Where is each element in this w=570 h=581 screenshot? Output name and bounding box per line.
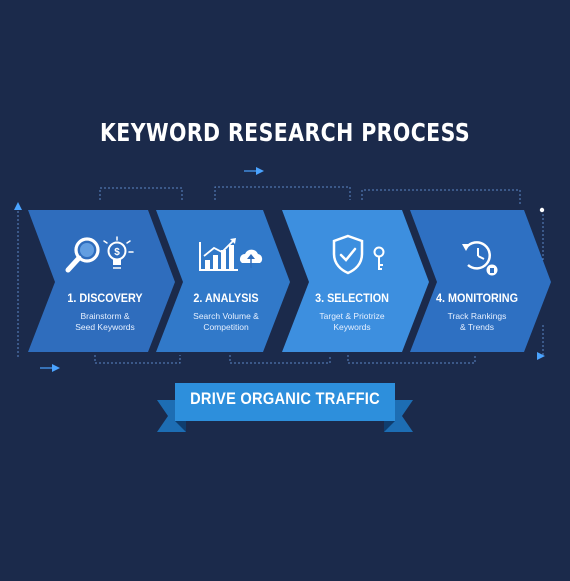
- step-subtitle: Brainstorm & Seed Keywords: [75, 311, 135, 332]
- bar-chart-cloud-icon: [199, 238, 263, 271]
- chevron-discovery: [28, 210, 175, 352]
- page-title: KEYWORD RESEARCH PROCESS: [100, 118, 470, 147]
- step-title: 3. SELECTION: [315, 291, 389, 305]
- right-arrow-icon: [256, 167, 264, 175]
- connector-arrows: [14, 167, 545, 372]
- step-discovery: 1. DISCOVERY Brainstorm & Seed Keywords: [46, 291, 164, 333]
- chevron-analysis: [156, 210, 290, 352]
- right-arrow-icon: [537, 352, 545, 360]
- step-title: 2. ANALYSIS: [193, 291, 259, 305]
- chevron-selection: [282, 210, 429, 352]
- svg-text:$: $: [114, 247, 120, 258]
- step-monitoring: 4. MONITORING Track Rankings & Trends: [418, 291, 536, 333]
- step-title: 4. MONITORING: [435, 291, 519, 305]
- up-arrow-icon: [14, 202, 22, 210]
- shield-check-key-icon: [332, 234, 385, 275]
- step-subtitle: Search Volume & Competition: [193, 311, 259, 332]
- banner-ribbon: [157, 383, 413, 432]
- chevron-monitoring: [410, 210, 551, 352]
- magnifier-lightbulb-icon: $: [65, 236, 134, 273]
- step-subtitle: Target & Priotrize Keywords: [319, 311, 385, 332]
- clock-refresh-icon: [462, 241, 498, 276]
- step-analysis: 2. ANALYSIS Search Volume & Competition: [167, 291, 285, 333]
- step-selection: 3. SELECTION Target & Priotrize Keywords: [293, 291, 411, 333]
- right-arrow-icon: [52, 364, 60, 372]
- step-title: 1. DISCOVERY: [67, 291, 143, 305]
- connector-lines: [17, 186, 544, 364]
- banner-text: DRIVE ORGANIC TRAFFIC: [190, 389, 380, 408]
- step-subtitle: Track Rankings & Trends: [447, 311, 507, 332]
- connector-dot: [539, 207, 545, 213]
